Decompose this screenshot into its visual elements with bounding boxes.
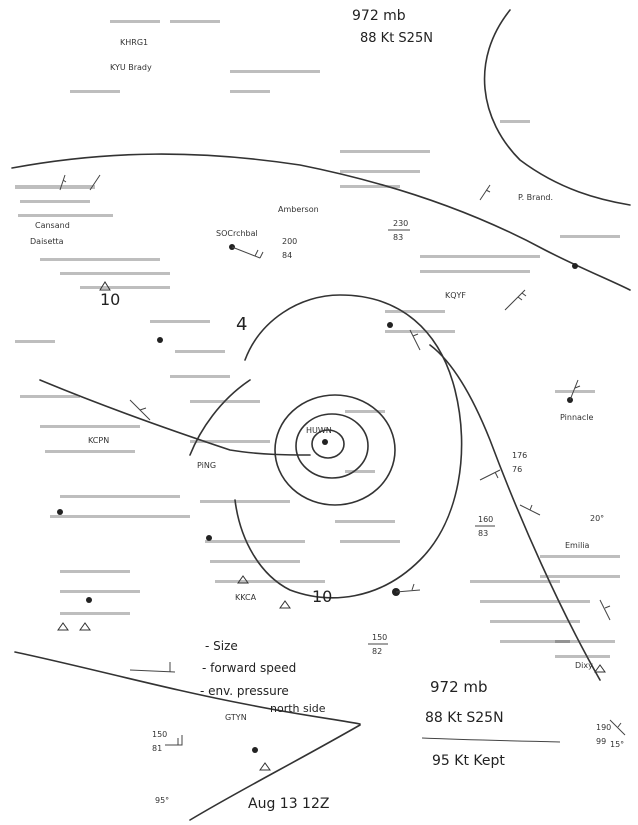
isobar-ring-inner [311, 429, 345, 459]
plot-83b: 83 [393, 233, 403, 242]
outer-isobar [234, 294, 463, 599]
plot-84: 84 [282, 251, 292, 260]
station-khrg: KHRG1 [120, 38, 148, 47]
obs-cluster-west [15, 185, 270, 615]
station-kqyf: KQYF [445, 291, 466, 300]
plot-15deg: 15° [610, 740, 624, 749]
station-cansand: Cansand [35, 221, 70, 230]
station-kkca: KKCA [235, 593, 257, 602]
bottom-left-curve [189, 724, 361, 821]
plot-200: 200 [282, 237, 297, 246]
station-gtyn: GTYN [225, 713, 247, 722]
summary-pressure: 972 mb [430, 678, 488, 696]
storm-center [322, 439, 328, 445]
isobar-label-10-left: 10 [100, 290, 120, 309]
plot-99: 99 [596, 737, 606, 746]
plot-83: 83 [478, 529, 488, 538]
isobar-ring-outer [274, 394, 396, 506]
station-emilia: Emilia [565, 541, 590, 550]
isobar-label-4: 4 [236, 314, 247, 335]
station-socrchbal: SOCrchbal [216, 229, 258, 238]
lower-boundary-line [14, 651, 361, 725]
station-pbrand: P. Brand. [518, 193, 553, 202]
station-kyu: KYU Brady [110, 63, 152, 72]
footer-date: Aug 13 12Z [248, 796, 329, 812]
station-dots [57, 244, 578, 753]
plot-20deg: 20° [590, 514, 604, 523]
plot-230: 230 [393, 219, 408, 228]
summary-wind-position: 88 Kt S25N [425, 710, 504, 726]
station-markers [57, 281, 606, 771]
header-wind-position: 88 Kt S25N [360, 31, 433, 46]
top-right-curve [483, 9, 631, 206]
note-env-pressure: - env. pressure [200, 684, 289, 698]
summary-divider [421, 737, 561, 743]
note-forward-speed: - forward speed [202, 661, 296, 675]
upper-boundary-line [11, 153, 631, 291]
station-kcpn: KCPN [88, 436, 109, 445]
plot-82: 82 [372, 647, 382, 656]
station-daisetta: Daisetta [30, 237, 64, 246]
station-amberson: Amberson [278, 205, 319, 214]
mid-isobar [189, 379, 251, 456]
note-size: - Size [205, 639, 238, 653]
plot-176: 176 [512, 451, 527, 460]
plot-160: 160 [478, 515, 493, 524]
isobar-ring-mid [295, 413, 369, 479]
right-isobar [429, 344, 601, 681]
obs-cluster-east [470, 390, 620, 658]
isobar-label-10-right: 10 [312, 587, 332, 606]
station-ping: PiNG [197, 461, 216, 470]
plot-95deg: 95° [155, 796, 169, 805]
obs-cluster-central [200, 310, 455, 583]
plot-81: 81 [152, 744, 162, 753]
summary-kept: 95 Kt Kept [432, 753, 505, 769]
note-north-side: north side [270, 702, 326, 715]
plot-76: 76 [512, 465, 522, 474]
station-dixy: Dixy [575, 661, 593, 670]
plot-150b: 150 [152, 730, 167, 739]
station-huwn: HUWN [306, 426, 332, 435]
wind-barbs [59, 174, 626, 746]
header-pressure: 972 mb [352, 8, 406, 24]
left-isobar-line [39, 379, 311, 456]
obs-cluster-north [70, 20, 620, 273]
plot-150: 150 [372, 633, 387, 642]
plot-190: 190 [596, 723, 611, 732]
station-pinnacle: Pinnacle [560, 413, 594, 422]
